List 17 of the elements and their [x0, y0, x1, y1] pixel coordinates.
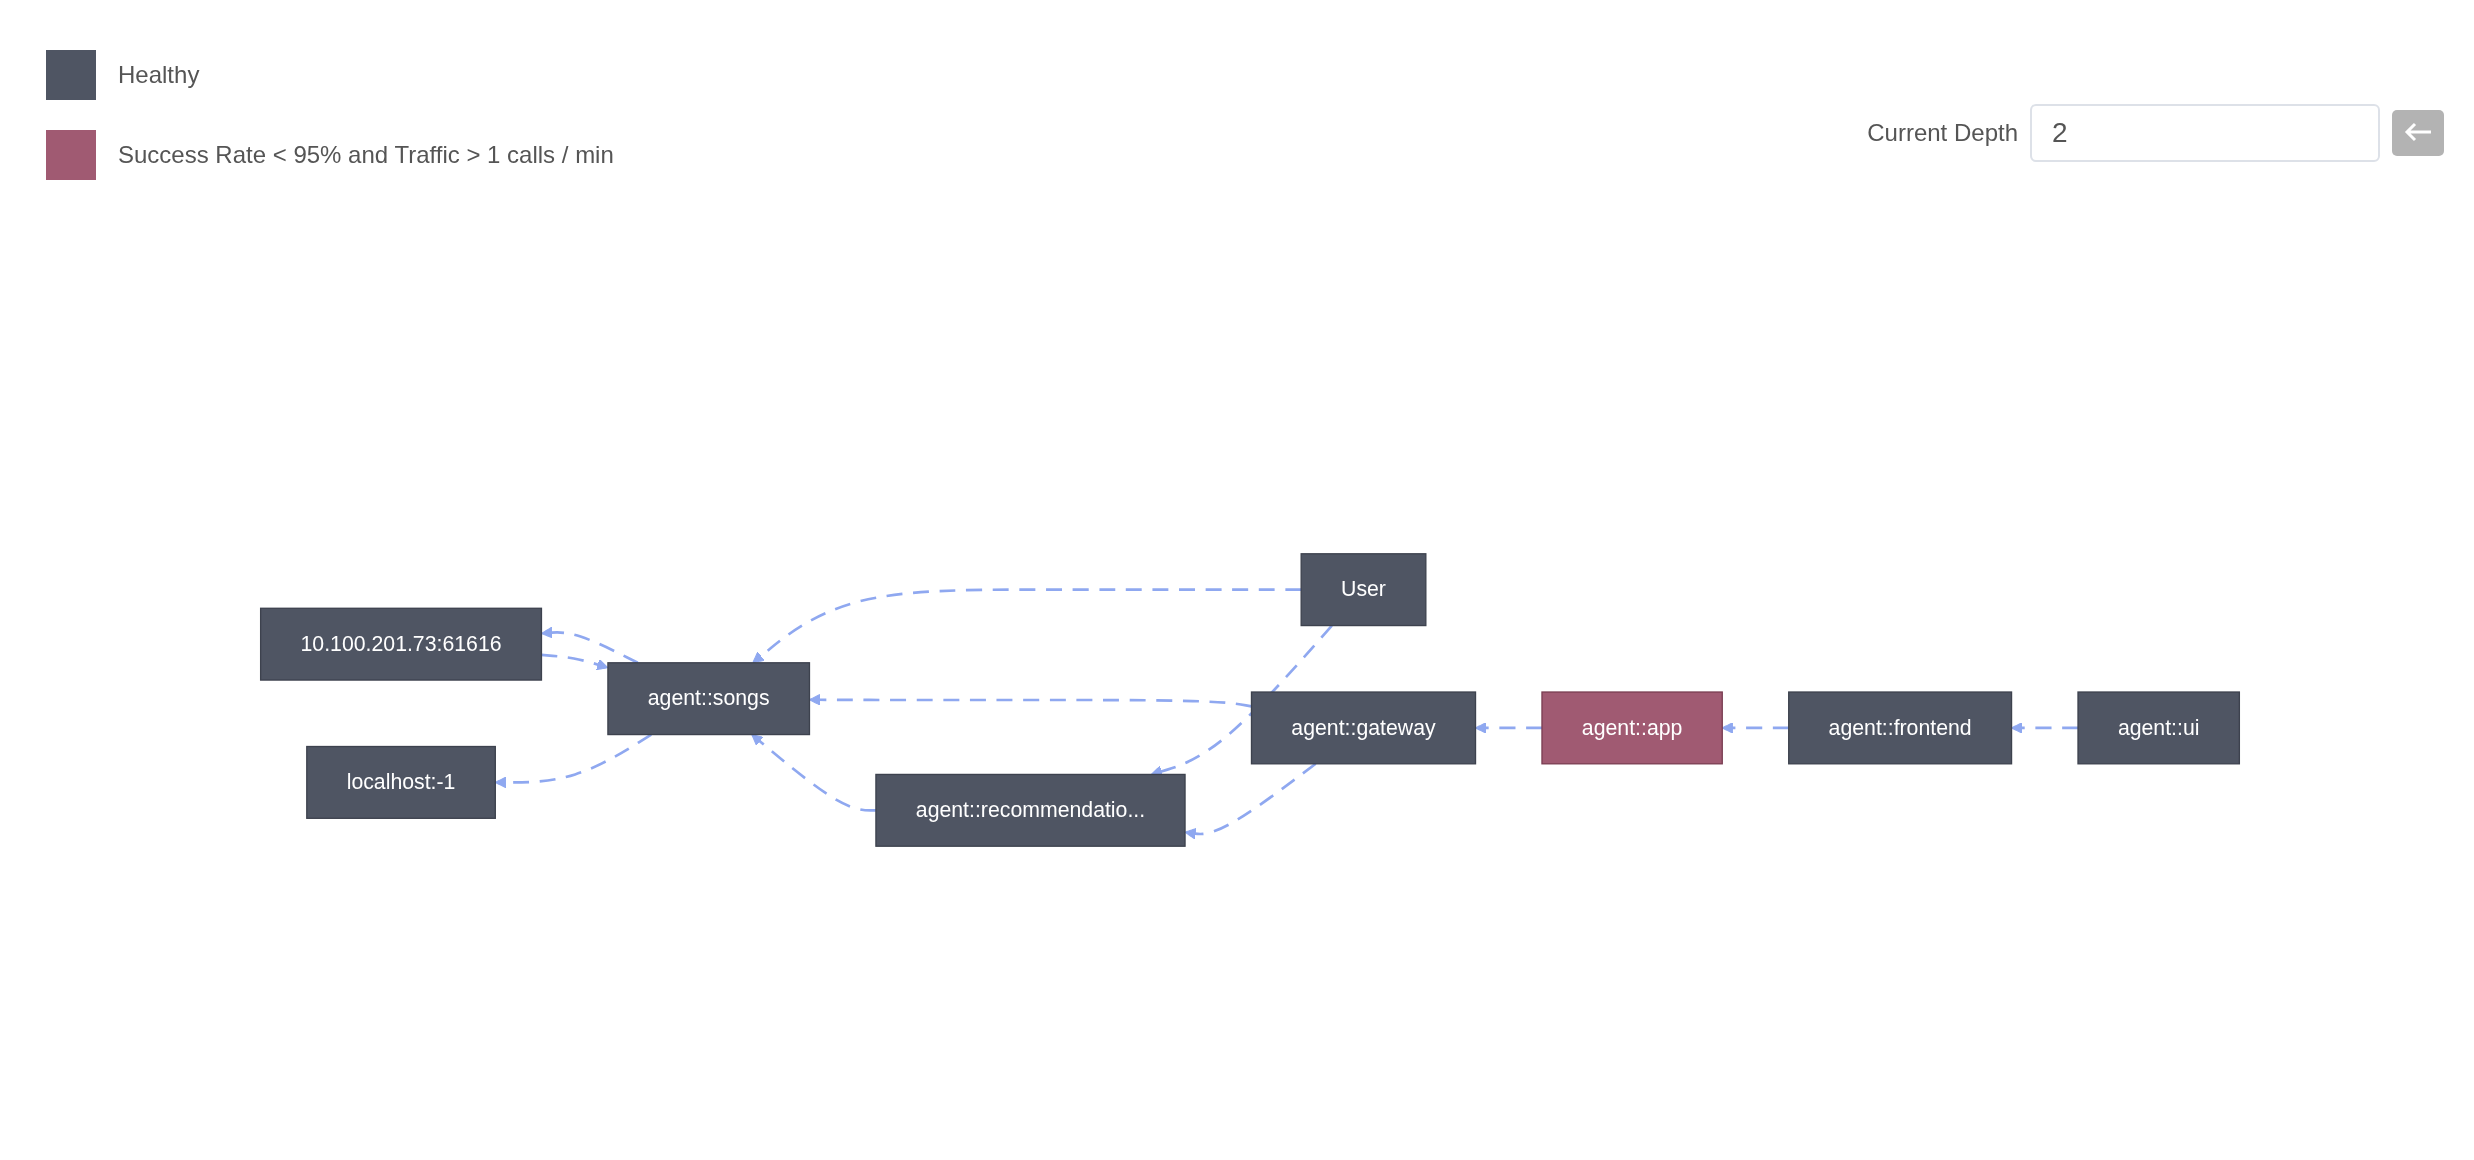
- depth-select: 2: [2030, 104, 2380, 162]
- arrow: [2011, 722, 2078, 734]
- node-box: agent::gateway: [1250, 691, 1477, 765]
- node-box: localhost:-1: [306, 745, 496, 819]
- depth-label: Current Depth: [1867, 119, 2018, 147]
- node-box: User: [1300, 553, 1427, 627]
- legend-text: Success Rate < 95% and Traffic > 1 calls / min: [118, 141, 614, 169]
- node-box: agent::songs: [607, 662, 811, 736]
- node-box: agent::ui: [2077, 691, 2241, 765]
- node-box: agent::frontend: [1788, 691, 2013, 765]
- arrow: [752, 588, 1302, 664]
- legend-text: Healthy: [118, 61, 200, 89]
- arrow: [751, 734, 876, 812]
- node-box: agent::app: [1541, 691, 1723, 765]
- arrow: [1475, 722, 1542, 734]
- node-box: agent::recommendatio...: [875, 773, 1186, 847]
- node-box: 10.100.201.73:61616: [259, 607, 543, 681]
